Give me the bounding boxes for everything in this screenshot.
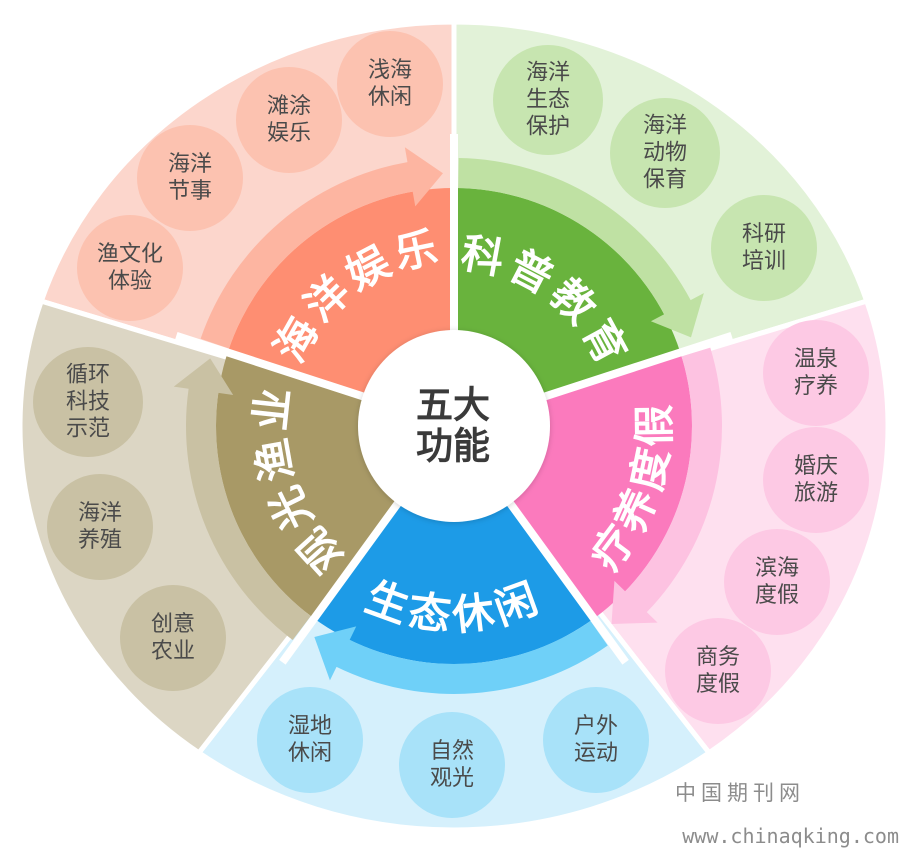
item-bubble-label: 浅海 [368, 58, 412, 83]
item-bubble-label: 生态 [526, 88, 570, 113]
center-title-line-2: 功能 [416, 425, 490, 468]
item-bubble-label: 科研 [742, 222, 786, 247]
item-bubble-label: 休闲 [368, 85, 412, 110]
item-bubble-circle [257, 687, 363, 793]
item-bubble-label: 农业 [151, 639, 195, 664]
item-bubble-label: 娱乐 [267, 121, 311, 146]
item-bubble-label: 海洋 [78, 501, 122, 526]
item-bubble-circle [120, 585, 226, 691]
item-bubble-label: 户外 [574, 714, 618, 739]
item-bubble-circle [236, 67, 342, 173]
item-bubble-label: 疗养 [794, 374, 838, 399]
item-bubble-circle [610, 98, 720, 208]
item-bubble-label: 保护 [526, 115, 570, 140]
item-bubble-label: 保育 [643, 168, 687, 193]
item-bubble-label: 滩涂 [267, 94, 311, 119]
item-bubble-circle [665, 618, 771, 724]
item-bubble-label: 滨海 [755, 556, 799, 581]
item-bubble-circle [47, 474, 153, 580]
item-bubble-label: 湿地 [288, 714, 332, 739]
item-bubble-label: 休闲 [288, 741, 332, 766]
arrow-band-ocean-entertainment [200, 147, 443, 349]
center-title-line-1: 五大 [416, 384, 490, 427]
arrow-band-science-education [458, 158, 704, 338]
item-bubble-circle [33, 347, 143, 457]
item-bubble-circle [543, 687, 649, 793]
item-bubble-label: 海洋 [643, 114, 687, 139]
item-bubble-circle [724, 529, 830, 635]
item-bubble-label: 体验 [108, 269, 152, 294]
item-bubble-label: 温泉 [794, 347, 838, 372]
item-bubble-label: 海洋 [526, 61, 570, 86]
item-bubble-label: 度假 [755, 583, 799, 608]
item-bubble-label: 商务 [696, 645, 740, 670]
sub-function-bubbles: 渔文化体验海洋节事滩涂娱乐浅海休闲海洋生态保护海洋动物保育科研培训温泉疗养婚庆旅… [33, 31, 869, 818]
item-bubble-label: 婚庆 [794, 454, 838, 479]
item-bubble-label: 循环 [66, 363, 110, 388]
wedge-eco-leisure [314, 426, 594, 665]
item-bubble-label: 动物 [643, 141, 687, 166]
item-bubble-circle [137, 125, 243, 231]
item-bubble-label: 节事 [168, 179, 212, 204]
item-bubble-circle [763, 320, 869, 426]
center-circle [358, 330, 550, 522]
item-bubble-label: 渔文化 [97, 242, 163, 267]
item-bubble-circle [77, 215, 183, 321]
item-bubble-circle [763, 427, 869, 533]
arrow-band-eco-leisure [314, 620, 608, 695]
item-bubble-label: 示范 [66, 417, 110, 442]
item-bubble-circle [711, 195, 817, 301]
item-bubble-circle [399, 712, 505, 818]
arrow-band-sightseeing-fishery [173, 358, 311, 641]
item-bubble-label: 培训 [742, 249, 786, 274]
arrow-band-wellness-vacation [611, 347, 723, 624]
watermark-site-name: 中国期刊网 [675, 781, 805, 805]
watermark: 中国期刊网 www.chinaqking.com [675, 781, 899, 848]
item-bubble-label: 科技 [66, 390, 110, 415]
watermark-url: www.chinaqking.com [682, 824, 899, 848]
item-bubble-label: 运动 [574, 741, 618, 766]
item-bubble-label: 度假 [696, 672, 740, 697]
direction-arrows [173, 147, 723, 695]
item-bubble-label: 观光 [430, 766, 474, 791]
item-bubble-label: 创意 [151, 612, 195, 637]
item-bubble-circle [493, 45, 603, 155]
item-bubble-circle [337, 31, 443, 137]
item-bubble-label: 旅游 [794, 481, 838, 506]
center-hub: 五大 功能 [358, 330, 550, 522]
item-bubble-label: 自然 [430, 739, 474, 764]
item-bubble-label: 养殖 [78, 528, 122, 553]
item-bubble-label: 海洋 [168, 152, 212, 177]
